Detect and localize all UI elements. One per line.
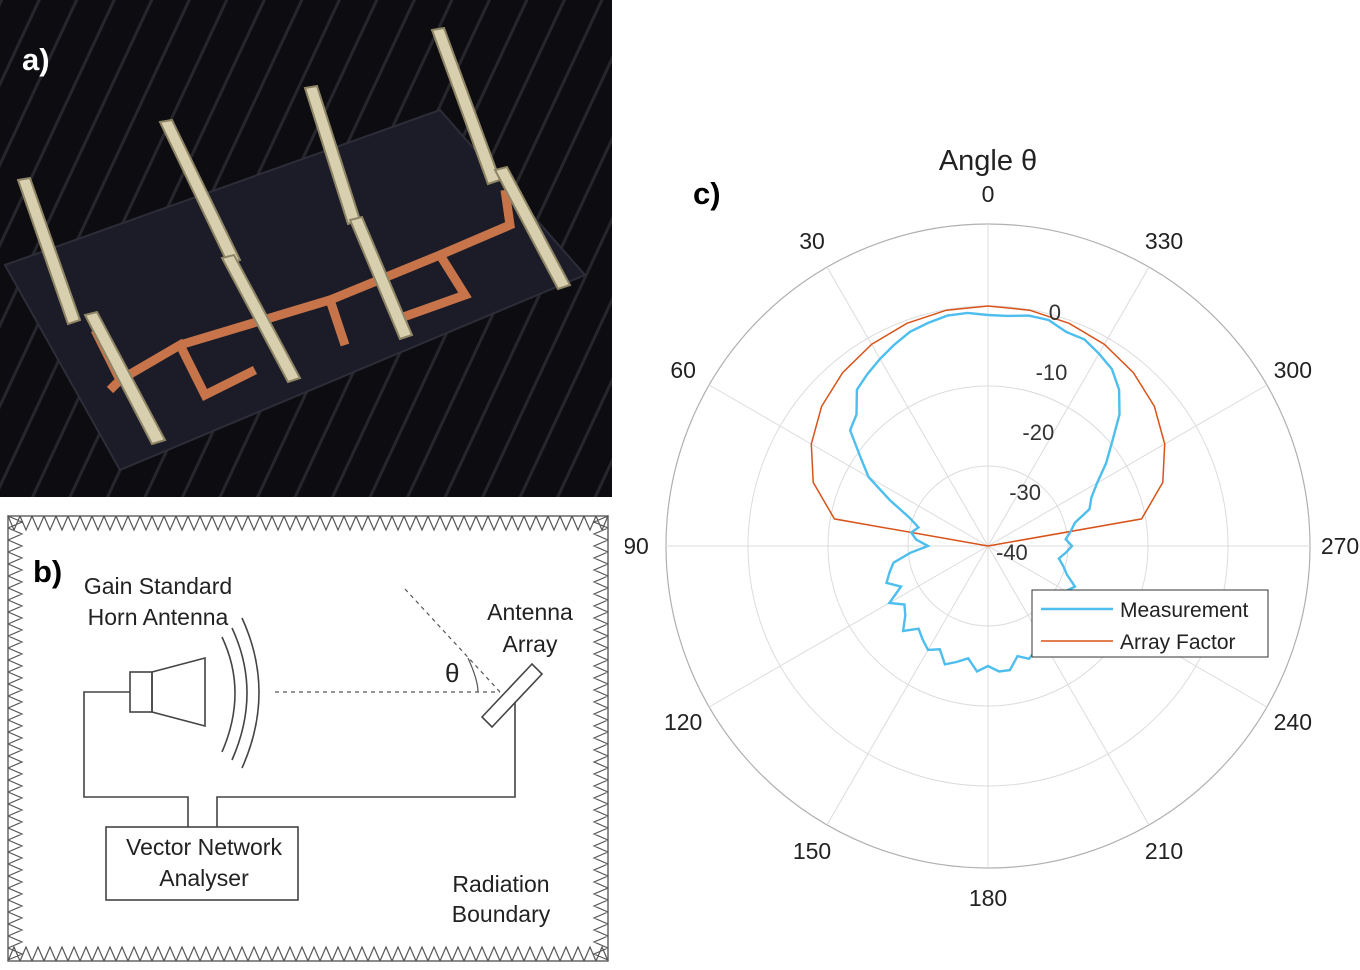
polar-spoke [826,266,989,547]
dipole-elements [16,26,572,446]
panel-b-label: b) [33,554,63,589]
radial-tick-label: -40 [996,540,1028,565]
measurement-line [848,311,1121,674]
radial-tick-label: -20 [1022,420,1054,445]
polar-title: Angle θ [939,145,1037,177]
angle-tick-label: 330 [1145,228,1183,254]
radial-tick-label: -30 [1009,480,1041,505]
array-symbol [480,662,544,729]
angle-tick-label: 180 [969,885,1007,911]
angle-tick-label: 240 [1274,709,1312,735]
polar-spoke [708,384,989,547]
angle-tick-label: 0 [982,181,995,207]
vna-label-2: Analyser [159,865,249,891]
cable-horn [83,691,189,827]
angle-tick-label: 90 [625,533,649,559]
angle-tick-label: 150 [793,838,831,864]
angle-tick-label: 210 [1145,838,1183,864]
polar-spoke [987,545,1150,826]
angle-tick-label: 30 [799,228,825,254]
array-factor-line [810,305,1166,547]
polar-chart: 0 30 60 90 120 150 180 210 240 270 300 330 0 -10 -20 -3… [623,145,1359,911]
panel-c-label: c) [693,176,721,211]
pcb-board [3,108,587,472]
angle-tick-label: 60 [670,357,696,383]
horn-antenna [129,617,260,769]
absorber-teeth [7,515,609,962]
array-label-1: Antenna [487,599,573,625]
polar-pattern-panel: 0 30 60 90 120 150 180 210 240 270 300 330 0 -10 -20 -3… [623,130,1360,965]
chart-legend: Measurement Array Factor [1031,589,1269,658]
radial-tick-label: 0 [1049,300,1061,325]
vna-box [105,826,299,901]
boundary-label-1: Radiation [452,871,549,897]
angle-tick-label: 300 [1274,357,1312,383]
antenna-array-photo [0,0,612,497]
array-label-2: Array [503,631,558,657]
legend-measurement: Measurement [1120,599,1249,622]
horn-label-1: Gain Standard [84,573,232,599]
legend-array-factor: Array Factor [1120,631,1236,654]
polar-spoke [987,266,1150,547]
angle-arc [467,657,479,693]
antenna-photo-panel: a) [0,0,612,497]
radial-tick-label: -10 [1036,360,1068,385]
polar-spoke [826,545,989,826]
boundary-label-2: Boundary [452,901,551,927]
angle-tick-label: 120 [664,709,702,735]
absorber-path [7,515,609,962]
theta-label: θ [445,658,459,688]
polar-spoke [708,545,989,708]
vna-label-1: Vector Network [126,834,282,860]
panel-a-label: a) [22,42,50,77]
measurement-setup-diagram: Gain Standard Horn Antenna Antenna Array… [0,512,612,965]
cable-array [216,702,516,827]
polar-spoke [987,384,1268,547]
horn-label-2: Horn Antenna [88,604,229,630]
angle-tick-label: 270 [1321,533,1359,559]
